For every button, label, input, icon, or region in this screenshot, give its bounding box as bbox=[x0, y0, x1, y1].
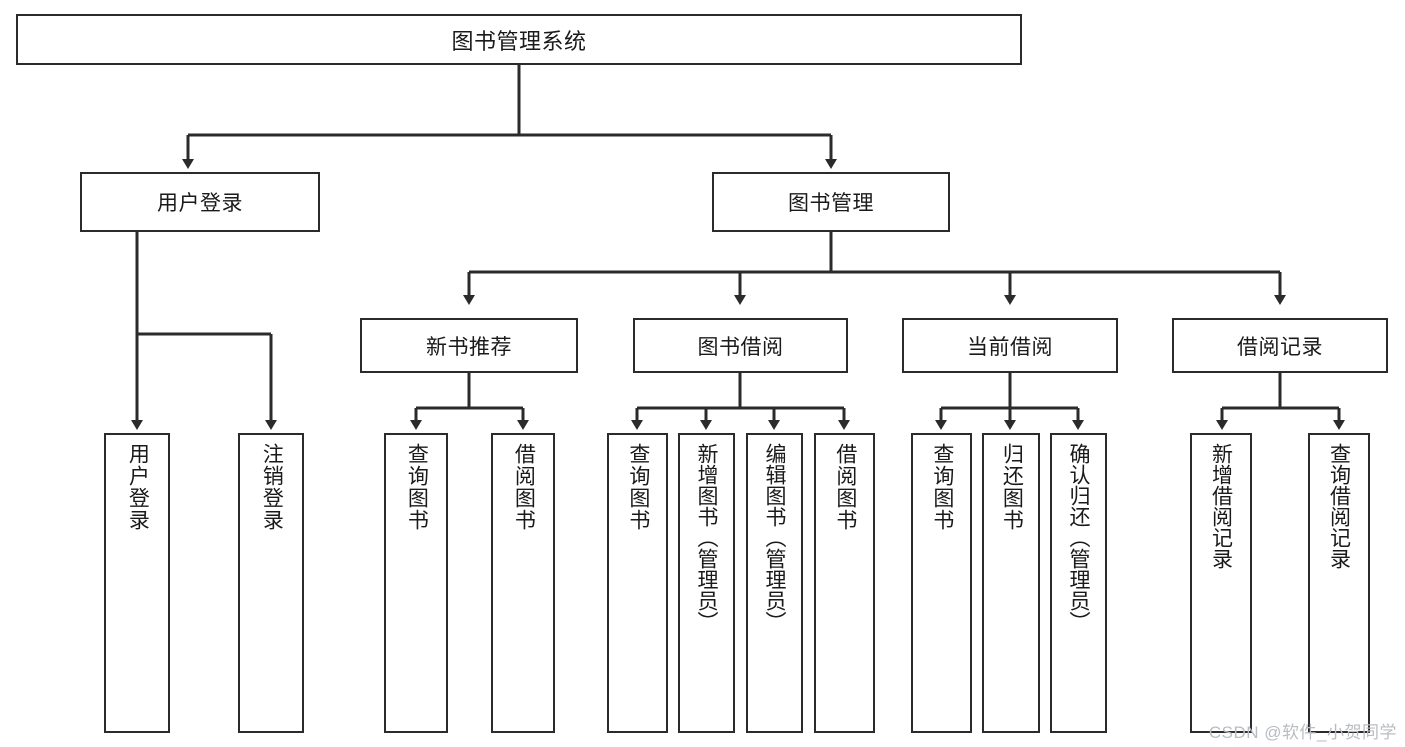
leaf-borrow-borrow-book[interactable]: 借阅图书 bbox=[814, 433, 875, 733]
leaf-newbook-borrow-book[interactable]: 借阅图书 bbox=[491, 433, 555, 733]
leaf-record-add-record[interactable]: 新增借阅记录 bbox=[1190, 433, 1252, 733]
leaf-label: 新增图书（管理员） bbox=[695, 443, 719, 632]
leaf-current-return-book[interactable]: 归还图书 bbox=[982, 433, 1040, 733]
node-user-login[interactable]: 用户登录 bbox=[80, 172, 320, 232]
leaf-label: 查询借阅记录 bbox=[1327, 443, 1351, 569]
leaf-label: 用户登录 bbox=[126, 443, 150, 531]
leaf-user-login-signout[interactable]: 注销登录 bbox=[238, 433, 304, 733]
leaf-newbook-query-book[interactable]: 查询图书 bbox=[384, 433, 448, 733]
watermark-text: CSDN @软件_小贺同学 bbox=[1208, 723, 1397, 742]
leaf-label: 注销登录 bbox=[260, 443, 284, 531]
leaf-label: 借阅图书 bbox=[512, 443, 536, 531]
leaf-label: 确认归还（管理员） bbox=[1067, 443, 1091, 632]
leaf-borrow-query-book[interactable]: 查询图书 bbox=[607, 433, 668, 733]
leaf-borrow-edit-book-admin[interactable]: 编辑图书（管理员） bbox=[746, 433, 803, 733]
leaf-borrow-add-book-admin[interactable]: 新增图书（管理员） bbox=[678, 433, 735, 733]
node-current-borrow[interactable]: 当前借阅 bbox=[902, 318, 1118, 373]
node-borrow-record[interactable]: 借阅记录 bbox=[1172, 318, 1388, 373]
node-book-management[interactable]: 图书管理 bbox=[712, 172, 950, 232]
leaf-label: 借阅图书 bbox=[833, 443, 857, 531]
leaf-label: 归还图书 bbox=[1000, 443, 1024, 531]
leaf-current-confirm-return-admin[interactable]: 确认归还（管理员） bbox=[1050, 433, 1107, 733]
node-root-system[interactable]: 图书管理系统 bbox=[16, 14, 1022, 65]
leaf-label: 新增借阅记录 bbox=[1209, 443, 1233, 569]
leaf-user-login-signin[interactable]: 用户登录 bbox=[104, 433, 170, 733]
leaf-current-query-book[interactable]: 查询图书 bbox=[911, 433, 972, 733]
node-book-borrow[interactable]: 图书借阅 bbox=[633, 318, 848, 373]
leaf-label: 编辑图书（管理员） bbox=[763, 443, 787, 632]
leaf-label: 查询图书 bbox=[930, 443, 954, 531]
leaf-label: 查询图书 bbox=[405, 443, 429, 531]
leaf-record-query-record[interactable]: 查询借阅记录 bbox=[1308, 433, 1370, 733]
node-new-book-recommend[interactable]: 新书推荐 bbox=[360, 318, 578, 373]
leaf-label: 查询图书 bbox=[626, 443, 650, 531]
